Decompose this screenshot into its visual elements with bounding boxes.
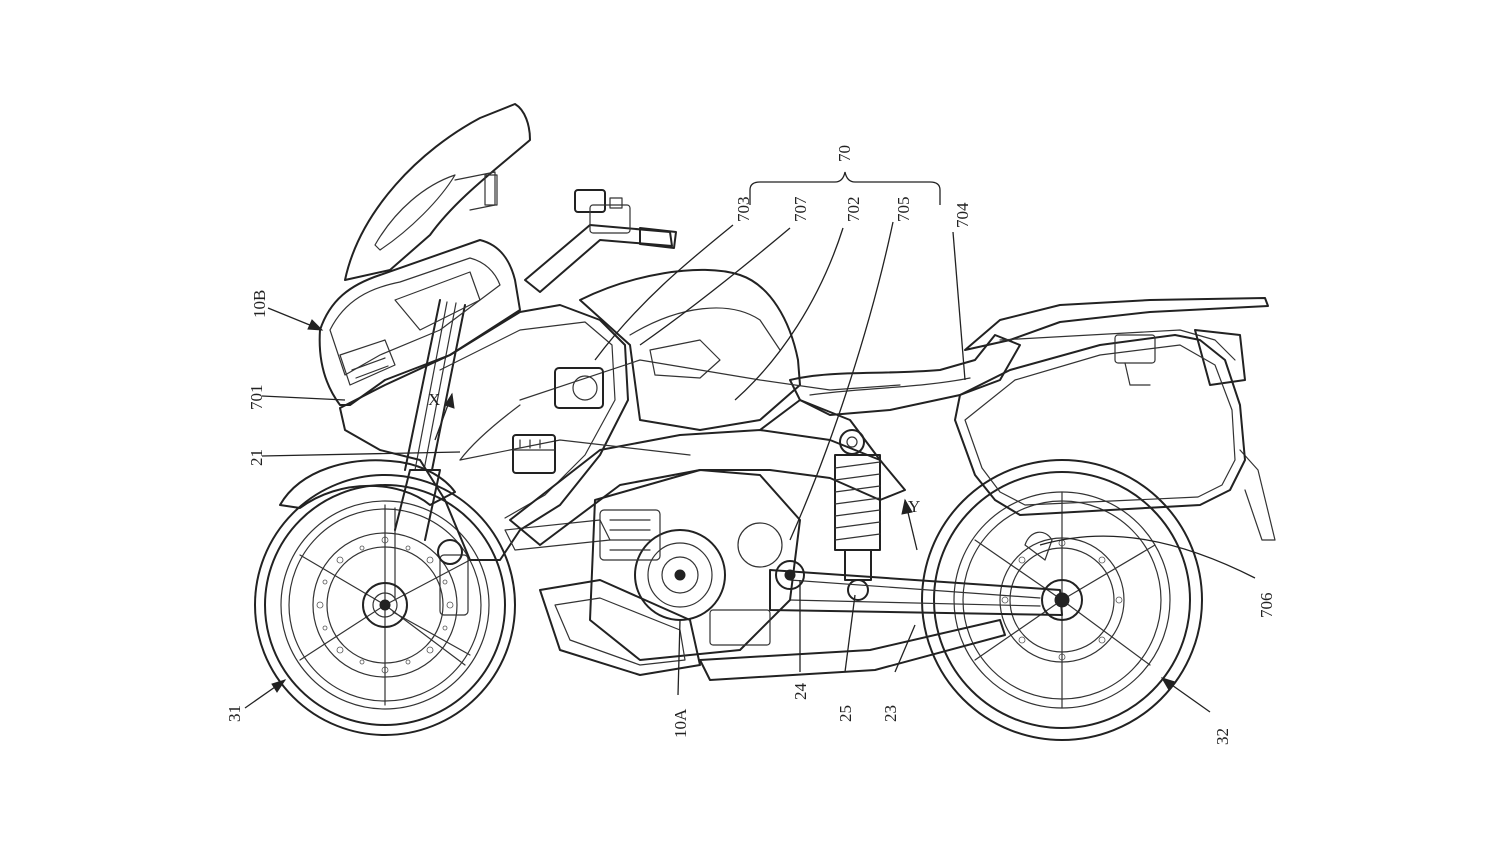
label-23: 23: [881, 705, 900, 722]
label-Y: Y: [908, 497, 920, 516]
label-10A: 10A: [671, 708, 690, 738]
engine: [589, 469, 801, 661]
front-fender: [279, 459, 456, 509]
label-21: 21: [247, 449, 266, 466]
front-wheel: [254, 474, 516, 736]
main-frame: [459, 359, 906, 546]
label-702: 702: [844, 197, 863, 223]
label-10B: 10B: [250, 290, 269, 318]
label-25: 25: [836, 705, 855, 722]
windscreen: [344, 103, 531, 281]
label-70: 70: [835, 145, 854, 162]
front-brake-rotor-holes: [316, 536, 454, 674]
belly-pan: [539, 579, 1006, 681]
label-X: X: [428, 390, 440, 409]
label-703: 703: [734, 197, 753, 223]
label-707: 707: [791, 196, 810, 222]
front-fairing: [318, 239, 521, 406]
rear-shock-absorber: [834, 429, 881, 601]
label-705: 705: [894, 197, 913, 223]
reference-labels: 70 703 707 702 705 704 10B 701 X 21 Y 70…: [225, 145, 1276, 745]
label-706: 706: [1257, 593, 1276, 619]
swingarm: [769, 560, 1063, 616]
fuel-tank: [579, 268, 801, 431]
handlebar: [524, 189, 677, 293]
label-701: 701: [247, 385, 266, 411]
rear-tail-and-rack: [964, 297, 1276, 541]
control-unit: [512, 367, 604, 474]
label-32: 32: [1213, 728, 1232, 745]
pannier: [954, 334, 1246, 516]
label-704: 704: [953, 202, 972, 228]
label-31: 31: [225, 705, 244, 722]
label-24: 24: [791, 683, 810, 701]
front-fork: [394, 299, 469, 616]
leader-lines: [244, 171, 1256, 713]
rear-wheel: [921, 459, 1203, 741]
